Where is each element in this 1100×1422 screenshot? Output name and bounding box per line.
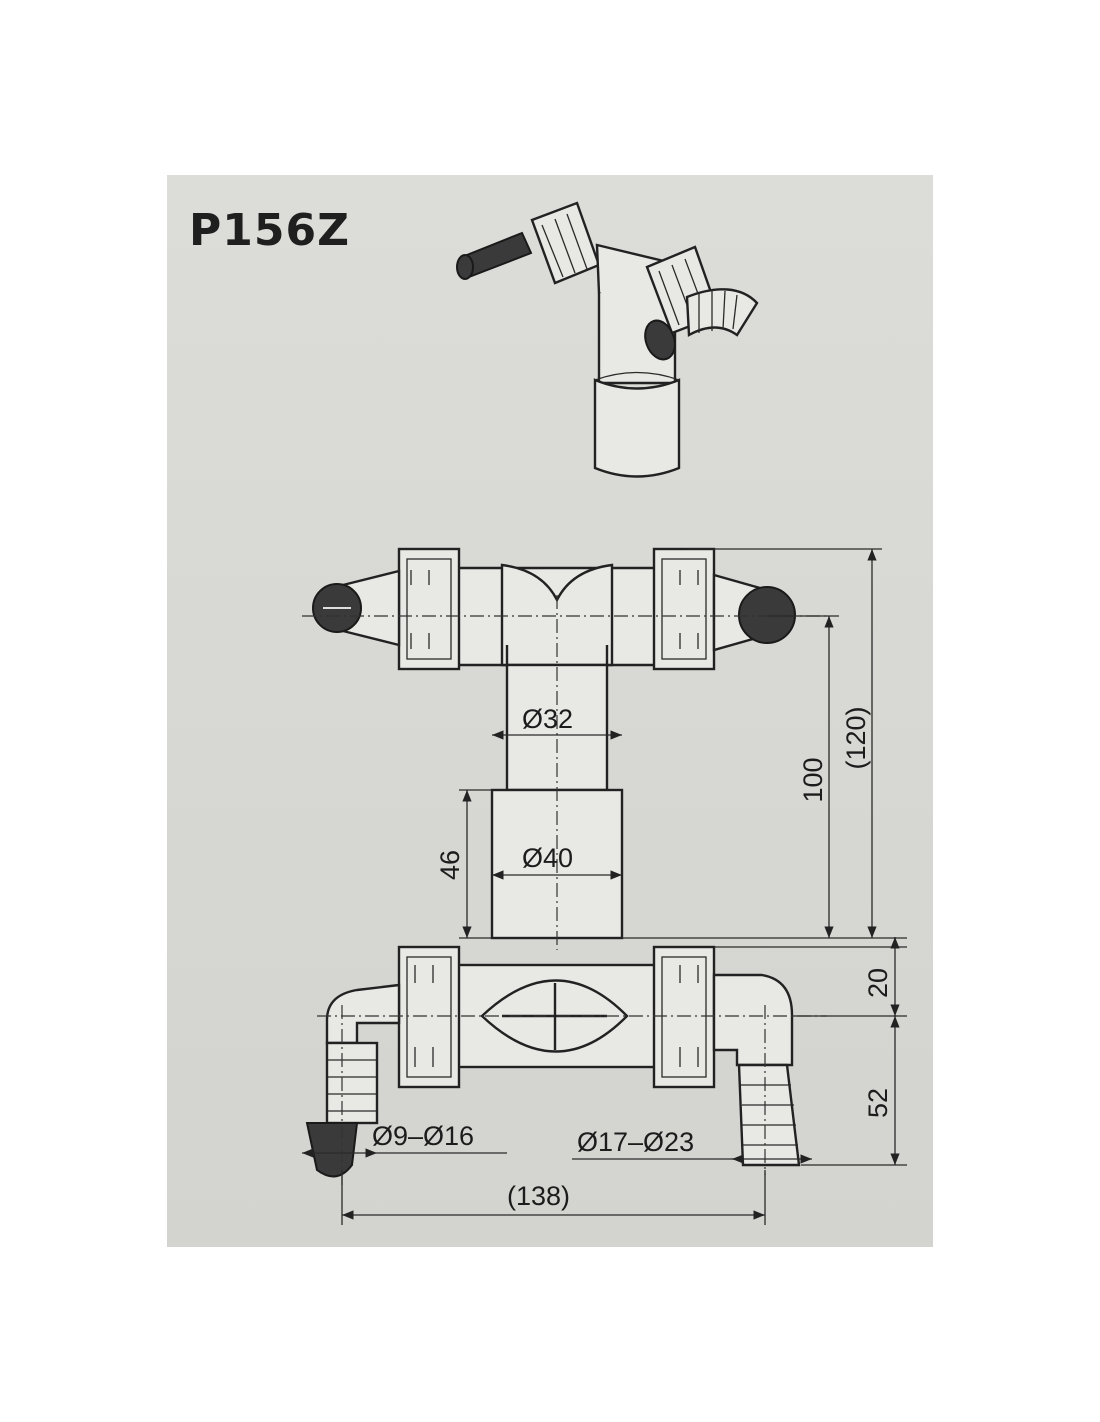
dim-20: 20 [863,968,893,998]
drawing-sheet: P156Z [167,175,933,1247]
dim-d40: Ø40 [522,843,573,873]
dimension-lines [302,548,907,1225]
dim-100: 100 [798,757,828,802]
dim-d32: Ø32 [522,704,573,734]
dim-46: 46 [435,850,465,880]
dim-120: (120) [841,706,871,769]
top-view [305,945,827,1185]
technical-drawing: Ø32 Ø40 46 100 (120) 20 52 Ø9–Ø16 Ø17–Ø2… [302,201,907,1225]
dim-138: (138) [507,1181,570,1211]
dim-hose-large: Ø17–Ø23 [577,1127,694,1157]
front-view [302,547,827,950]
product-code: P156Z [189,205,350,256]
dim-52: 52 [863,1088,893,1118]
perspective-view [456,201,759,478]
dim-hose-small: Ø9–Ø16 [372,1121,474,1151]
